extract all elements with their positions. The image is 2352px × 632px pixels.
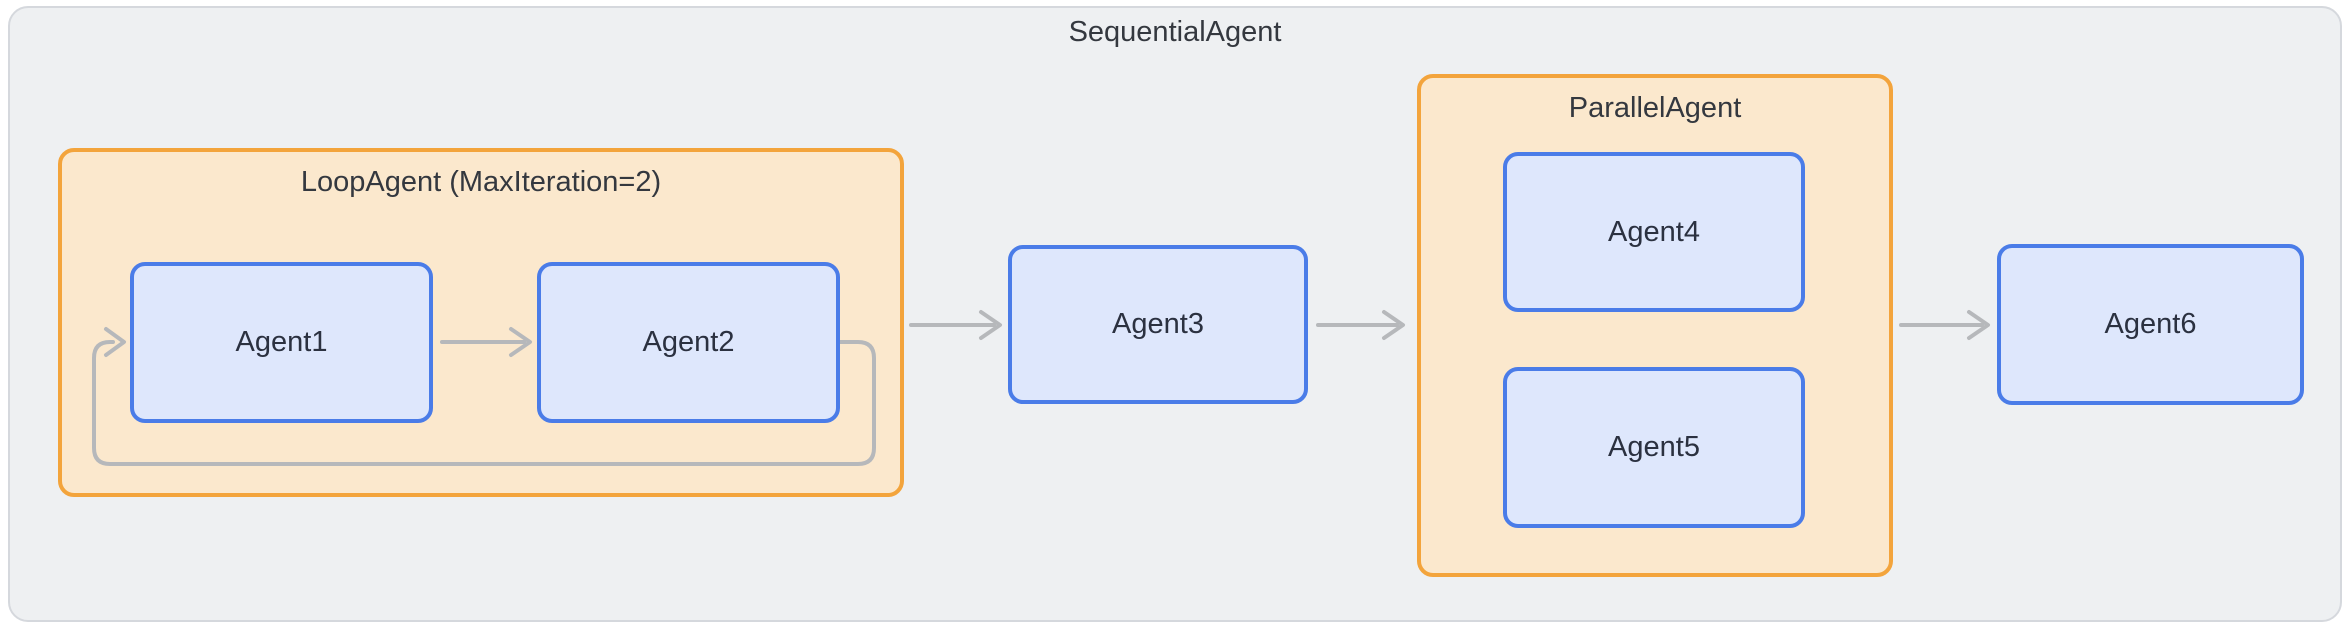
- node-agent3-label: Agent3: [1112, 308, 1204, 340]
- node-agent4: Agent4: [1503, 152, 1805, 312]
- node-agent6: Agent6: [1997, 244, 2304, 405]
- node-agent6-label: Agent6: [2104, 308, 2197, 340]
- sequential-agent-title: SequentialAgent: [1068, 16, 1282, 48]
- node-agent2: Agent2: [537, 262, 840, 423]
- node-agent1-label: Agent1: [235, 326, 328, 358]
- parallel-agent-title: ParallelAgent: [1568, 92, 1742, 124]
- loop-agent-title: LoopAgent (MaxIteration=2): [300, 166, 662, 198]
- node-agent5-label: Agent5: [1608, 431, 1700, 463]
- node-agent1: Agent1: [130, 262, 433, 423]
- node-agent5: Agent5: [1503, 367, 1805, 528]
- node-agent4-label: Agent4: [1608, 215, 1700, 248]
- node-agent2-label: Agent2: [642, 326, 735, 358]
- node-agent3: Agent3: [1008, 245, 1308, 404]
